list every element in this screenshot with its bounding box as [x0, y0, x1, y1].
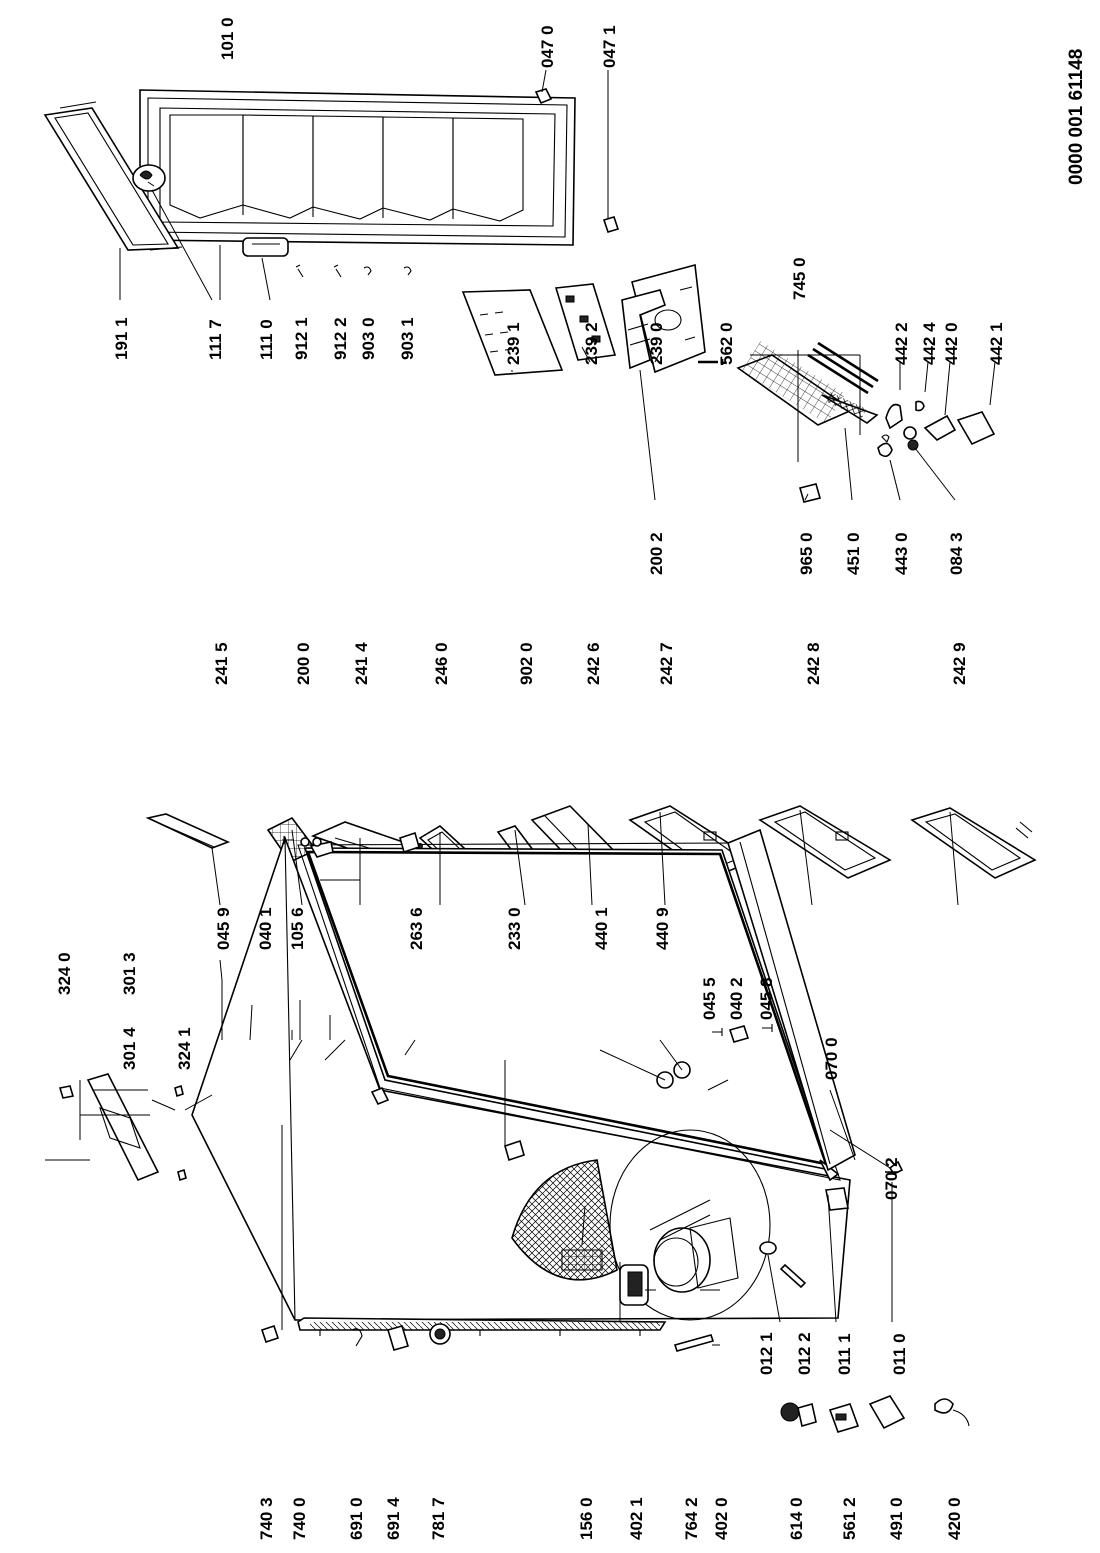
label-246-0: 246 0	[432, 642, 451, 685]
foot-and-drain	[673, 1160, 904, 1352]
door-hinge-parts	[295, 88, 620, 278]
label-191-1: 191 1	[112, 317, 131, 360]
label-691-0: 691 0	[347, 1497, 366, 1540]
label-047-0: 047 0	[538, 25, 557, 68]
label-012-1: 012 1	[757, 1332, 776, 1375]
label-562-0: 562 0	[717, 322, 736, 365]
label-903-0: 903 0	[359, 317, 378, 360]
label-491-0: 491 0	[887, 1497, 906, 1540]
document-code: 0000 001 61148	[1066, 49, 1087, 185]
label-241-4: 241 4	[352, 642, 371, 685]
label-614-0: 614 0	[787, 1497, 806, 1540]
label-451-0: 451 0	[844, 532, 863, 575]
label-764-2: 764 2	[682, 1497, 701, 1540]
bottom-rail	[727, 828, 856, 1172]
cover-plate	[461, 289, 564, 376]
label-242-6: 242 6	[584, 642, 603, 685]
electrical-parts	[780, 1395, 970, 1433]
label-402-0: 402 0	[712, 1497, 731, 1540]
label-239-1: 239 1	[504, 322, 523, 365]
label-442-1: 442 1	[987, 322, 1006, 365]
label-902-0: 902 0	[517, 642, 536, 685]
label-440-1: 440 1	[592, 907, 611, 950]
label-040-2: 040 2	[727, 977, 746, 1020]
label-101-0: 101 0	[218, 17, 237, 60]
label-242-8: 242 8	[804, 642, 823, 685]
label-301-4: 301 4	[120, 1027, 139, 1070]
label-561-2: 561 2	[840, 1497, 859, 1540]
label-912-2: 912 2	[331, 317, 350, 360]
label-903-1: 903 1	[398, 317, 417, 360]
shelf-strip	[145, 813, 231, 849]
label-233-0: 233 0	[505, 907, 524, 950]
label-301-3: 301 3	[120, 952, 139, 995]
label-691-4: 691 4	[384, 1497, 403, 1540]
label-241-5: 241 5	[212, 642, 231, 685]
door-gasket	[43, 101, 183, 251]
air-duct	[621, 289, 666, 370]
label-045-8: 045 8	[757, 977, 776, 1020]
label-239-2: 239 2	[582, 322, 601, 365]
label-011-1: 011 1	[835, 1333, 854, 1375]
label-324-1: 324 1	[175, 1027, 194, 1070]
accessories	[260, 1323, 451, 1351]
label-045-9: 045 9	[214, 907, 233, 950]
label-239-0: 239 0	[647, 322, 666, 365]
label-011-0: 011 0	[890, 1333, 909, 1375]
part-labels: 101 0 047 0 047 1 191 1 111 7 111 0 912 …	[55, 17, 1087, 1540]
label-740-3: 740 3	[257, 1497, 276, 1540]
label-045-5: 045 5	[700, 977, 719, 1020]
label-442-2: 442 2	[892, 322, 911, 365]
label-420-0: 420 0	[945, 1497, 964, 1540]
label-084-3: 084 3	[947, 532, 966, 575]
label-263-6: 263 6	[407, 907, 426, 950]
label-443-0: 443 0	[892, 532, 911, 575]
label-242-9: 242 9	[950, 642, 969, 685]
label-047-1: 047 1	[600, 25, 619, 68]
top-hinge-cover	[58, 1073, 187, 1182]
label-242-7: 242 7	[657, 642, 676, 685]
label-040-1: 040 1	[256, 907, 275, 950]
leader-lines	[45, 69, 996, 1346]
label-324-0: 324 0	[55, 952, 74, 995]
compressor-area	[609, 1129, 777, 1321]
control-panel-frame	[554, 283, 617, 361]
door-logo-badge	[132, 164, 166, 192]
drawer-large-3	[910, 807, 1037, 879]
label-111-0: 111 0	[257, 319, 276, 360]
evaporator	[736, 341, 879, 426]
label-442-4: 442 4	[920, 322, 939, 365]
label-965-0: 965 0	[797, 532, 816, 575]
label-111-7: 111 7	[206, 319, 225, 360]
label-105-6: 105 6	[288, 907, 307, 950]
thermostat-parts	[799, 400, 996, 503]
label-156-0: 156 0	[577, 1497, 596, 1540]
condenser-mesh	[511, 1159, 618, 1281]
label-781-7: 781 7	[429, 1497, 448, 1540]
label-912-1: 912 1	[292, 317, 311, 360]
label-070-0: 070 0	[822, 1037, 841, 1080]
label-200-2: 200 2	[647, 532, 666, 575]
label-440-9: 440 9	[653, 907, 672, 950]
label-745-0: 745 0	[790, 257, 809, 300]
label-740-0: 740 0	[290, 1497, 309, 1540]
drawer-large-2	[758, 805, 892, 879]
door-assembly	[139, 89, 576, 257]
label-012-2: 012 2	[795, 1332, 814, 1375]
label-070-2: 070 2	[882, 1157, 901, 1200]
label-442-0: 442 0	[942, 322, 961, 365]
label-200-0: 200 0	[294, 642, 313, 685]
back-condenser	[297, 1317, 667, 1336]
label-402-1: 402 1	[627, 1497, 646, 1540]
